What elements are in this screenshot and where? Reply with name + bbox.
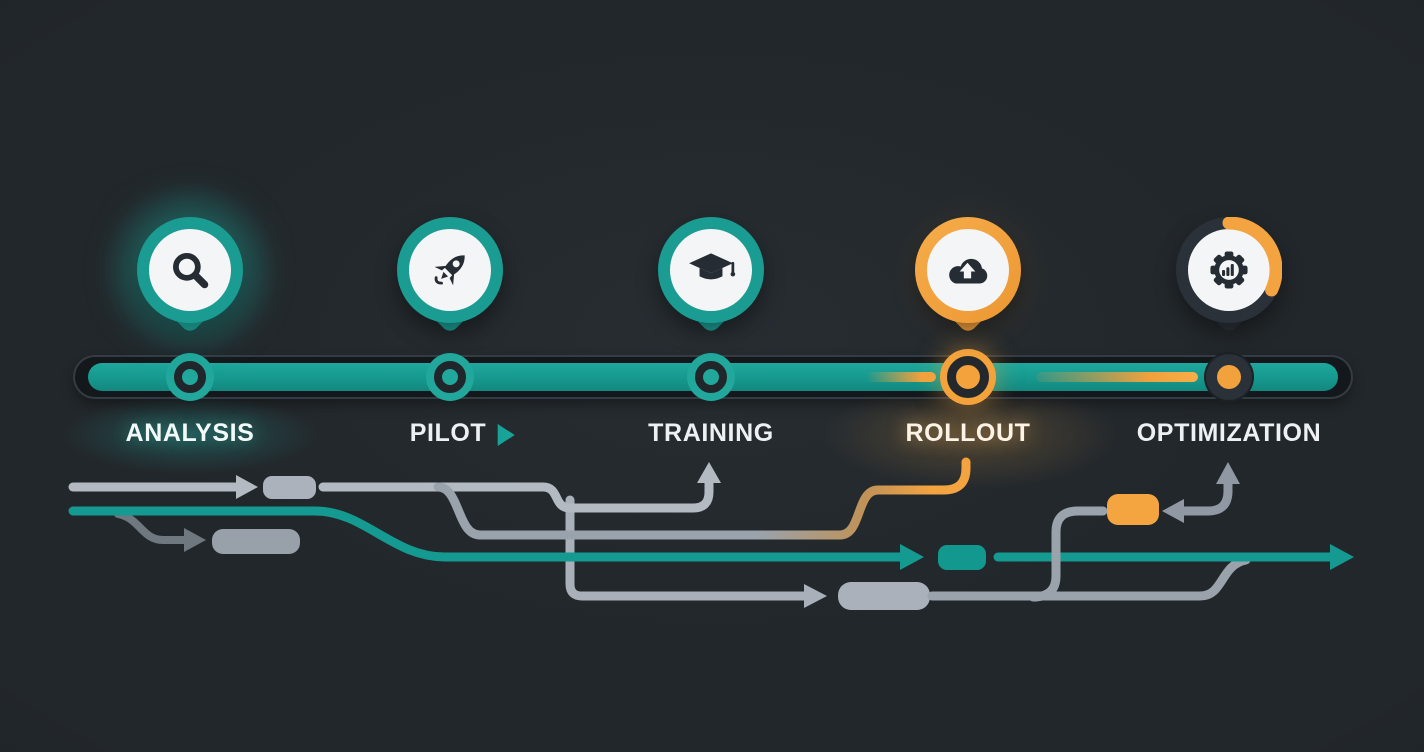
flow-branch-up-orange-pill	[1028, 506, 1108, 602]
flow-arrow-left-elbow	[1162, 499, 1184, 523]
bar-orange-edge-top	[858, 355, 1208, 358]
stage-label-text: ROLLOUT	[905, 419, 1031, 447]
stage-pin-rollout	[915, 217, 1021, 335]
flow-arrow-right-teal-2	[1330, 544, 1354, 570]
pin-face	[409, 229, 491, 311]
play-triangle-icon	[497, 423, 515, 446]
stage-pin-analysis	[137, 217, 243, 335]
flow-arrow-right-top	[236, 475, 258, 499]
flow-teal-main-line	[68, 506, 906, 562]
flow-branch-dark-line	[114, 510, 188, 544]
stage-label-rollout: ROLLOUT	[905, 419, 1030, 448]
stage-label-optimization: OPTIMIZATION	[1137, 419, 1322, 448]
search-icon	[173, 253, 209, 289]
flow-pill-gray-3	[838, 582, 930, 610]
pin-face	[149, 229, 231, 311]
bar-orange-dash-1	[866, 372, 936, 382]
stage-label-training: TRAINING	[648, 419, 774, 448]
flow-arrow-up-training	[697, 462, 721, 483]
timeline-node-rollout	[940, 349, 996, 405]
timeline-node-pilot	[426, 353, 474, 401]
stage-label-text: ANALYSIS	[125, 419, 255, 447]
flow-pill-teal	[938, 545, 986, 570]
flow-arrow-right-dark	[184, 528, 206, 552]
cloud-upload-icon	[949, 258, 988, 284]
graduation-cap-icon	[689, 253, 736, 280]
bar-orange-edge-bottom	[858, 396, 1208, 399]
flow-pill-gray-2	[212, 529, 300, 554]
flow-arrow-up-elbow	[1216, 462, 1240, 484]
flow-branch-rollout-hook	[433, 457, 971, 540]
pin-face	[1188, 229, 1270, 311]
flow-bottom-merge-line	[927, 555, 1251, 601]
flow-top-line-continue	[318, 477, 714, 513]
stage-label-text: PILOT	[409, 419, 487, 447]
flow-pill-orange	[1107, 494, 1159, 525]
gear-chart-icon	[1210, 251, 1248, 289]
stage-pin-optimization	[1176, 217, 1282, 335]
bar-orange-dash-2	[1036, 372, 1198, 382]
stage-label-text: OPTIMIZATION	[1136, 419, 1322, 447]
stage-label-analysis: ANALYSIS	[126, 419, 255, 448]
flow-branch-down-line	[565, 495, 811, 601]
stage-label-pilot: PILOT	[410, 419, 515, 448]
flow-elbow-arrow-line	[1175, 477, 1233, 516]
rocket-icon	[434, 255, 465, 286]
stage-pin-training	[658, 217, 764, 335]
stage-pin-pilot	[397, 217, 503, 335]
pin-face	[670, 229, 752, 311]
stage-label-text: TRAINING	[648, 419, 774, 447]
timeline-node-training	[687, 353, 735, 401]
timeline-node-analysis	[166, 353, 214, 401]
progress-arc-icon	[1222, 217, 1282, 297]
flow-pill-gray-1	[263, 476, 316, 499]
pin-face	[927, 229, 1009, 311]
flow-arrow-right-bottom	[804, 584, 827, 608]
timeline-node-optimization	[1206, 354, 1252, 400]
flow-arrow-right-teal-1	[900, 544, 924, 570]
